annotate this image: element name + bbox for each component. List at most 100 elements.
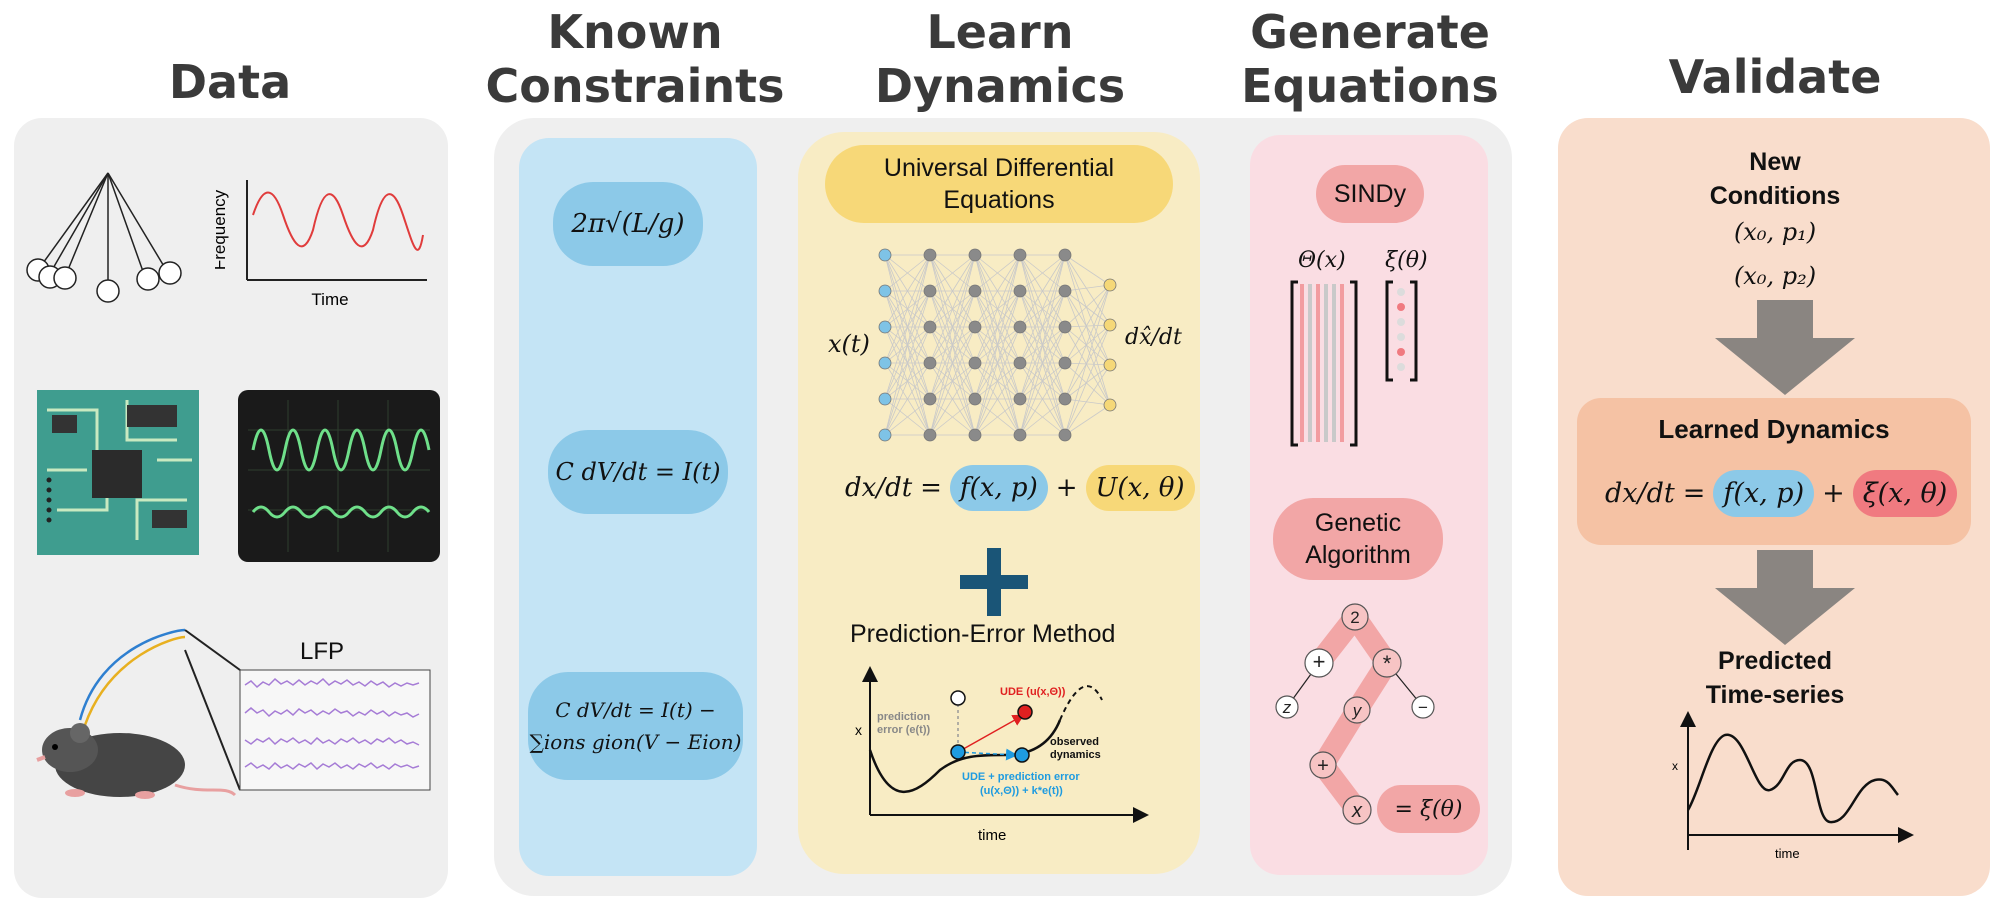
learned-plus: + (1822, 478, 1845, 509)
nn-edge (1064, 254, 1111, 286)
nn-edge (929, 254, 976, 364)
nn-edge (974, 290, 1021, 436)
ts-y-label: x (1672, 759, 1678, 773)
nn-node (1013, 392, 1027, 406)
nn-edge (1064, 284, 1111, 400)
nn-edge (1064, 362, 1111, 366)
nn-edge (974, 362, 1021, 436)
nn-edge (1064, 326, 1111, 406)
nn-edge (1064, 290, 1111, 406)
nn-node (1013, 320, 1027, 334)
header-generate-line1: Generate (1250, 5, 1490, 59)
nn-edge (884, 398, 931, 436)
nn-node (968, 428, 982, 442)
pem-observed-line1: observed (1050, 736, 1099, 748)
nn-node (923, 392, 937, 406)
nn-node (878, 356, 892, 370)
tree-result-pill: = ξ(θ) (1377, 785, 1480, 833)
genetic-algorithm-pill: Genetic Algorithm (1273, 498, 1443, 580)
nn-edge (974, 398, 1021, 436)
nn-edge (1064, 398, 1111, 406)
nn-edge (884, 254, 931, 328)
nn-node (923, 428, 937, 442)
new-conditions-line2: Conditions (1709, 182, 1841, 210)
header-generate-equations: Generate Equations (1230, 5, 1510, 113)
nn-node (1058, 392, 1072, 406)
neural-network-diagram (878, 248, 1117, 442)
nn-output-label: dx̂/dt (1125, 325, 1182, 350)
nn-node (968, 284, 982, 298)
oscilloscope-image (238, 390, 440, 562)
nn-edge (1064, 254, 1111, 366)
nn-edge (1019, 254, 1066, 292)
header-learn-dynamics: Learn Dynamics (850, 5, 1150, 113)
ga-line2: Algorithm (1305, 541, 1411, 569)
predicted-timeseries-plot: x time (1672, 711, 1914, 861)
nn-node (968, 356, 982, 370)
frequency-axis-label: Frequency (215, 189, 229, 270)
nn-node (878, 392, 892, 406)
nn-node (923, 284, 937, 298)
nn-edge (929, 254, 976, 292)
nn-node (1103, 358, 1117, 372)
tree-node-x: x (1351, 800, 1363, 822)
nn-edge (1064, 362, 1111, 406)
lfp-label: LFP (300, 638, 345, 665)
pem-title: Prediction-Error Method (850, 620, 1116, 648)
learned-equation: dx/dt = f(x, p) + ξ(x, θ) (1605, 470, 1958, 517)
nn-edge (929, 398, 976, 436)
pem-y-label: x (855, 722, 862, 738)
ude-title-line1: Universal Differential (883, 154, 1115, 182)
nn-edge (1064, 284, 1111, 328)
pem-plot: x time prediction error (e(t)) UDE (u(x,… (855, 666, 1149, 844)
header-validate: Validate (1668, 50, 1882, 104)
frequency-plot: Frequency Time (215, 180, 427, 309)
learned-f-term: f(x, p) (1713, 470, 1815, 517)
nn-edge (929, 290, 976, 436)
nn-node (878, 248, 892, 262)
ude-equals: = (920, 473, 942, 503)
pem-ude-label: UDE (u(x,Θ)) (1000, 686, 1066, 698)
nn-edge (1019, 398, 1066, 436)
header-generate-line2: Equations (1241, 59, 1499, 113)
nn-edge (884, 254, 931, 436)
nn-edge (1064, 404, 1111, 436)
nn-node (1058, 428, 1072, 442)
nn-edge (1064, 284, 1111, 436)
pem-x-label: time (978, 827, 1006, 844)
header-known-constraints: Known Constraints (470, 5, 800, 113)
nn-edge (1019, 254, 1066, 400)
nn-edge (1064, 324, 1111, 328)
neuron-eq-line1: C dV/dt = I(t) − (555, 698, 716, 722)
theta-label: Θ(x) (1298, 248, 1346, 273)
nn-edge (929, 362, 976, 436)
nn-node (1013, 248, 1027, 262)
down-arrow-icon-2 (1715, 550, 1855, 645)
nn-edge (1064, 284, 1111, 364)
ga-line1: Genetic (1314, 509, 1402, 537)
nn-edge (1019, 254, 1066, 328)
tree-node-y: y (1352, 701, 1363, 720)
nn-edge (1064, 290, 1111, 326)
ude-u-term: U(x, θ) (1085, 465, 1195, 511)
nn-node (1058, 320, 1072, 334)
nn-edge (884, 290, 931, 436)
nn-edge (1064, 324, 1111, 436)
nn-node (923, 356, 937, 370)
constraint-neuron-pill: C dV/dt = I(t) − ∑ions gion(V − Eion) (528, 672, 743, 780)
tree-node-plus-bottom: + (1317, 755, 1329, 777)
nn-edge (1064, 326, 1111, 366)
tree-node-star: * (1383, 651, 1392, 676)
predicted-line1: Predicted (1718, 647, 1832, 675)
nn-edge (884, 326, 931, 436)
pem-pred-error-line1: prediction (877, 711, 930, 723)
nn-node (1058, 284, 1072, 298)
nn-edge (929, 326, 976, 436)
header-learn-line1: Learn (926, 5, 1074, 59)
nn-node (1013, 356, 1027, 370)
ts-x-label: time (1775, 846, 1800, 861)
nn-node (923, 248, 937, 262)
xi-label: ξ(θ) (1385, 248, 1428, 273)
pendulum-illustration (26, 172, 182, 303)
nn-node (1103, 318, 1117, 332)
